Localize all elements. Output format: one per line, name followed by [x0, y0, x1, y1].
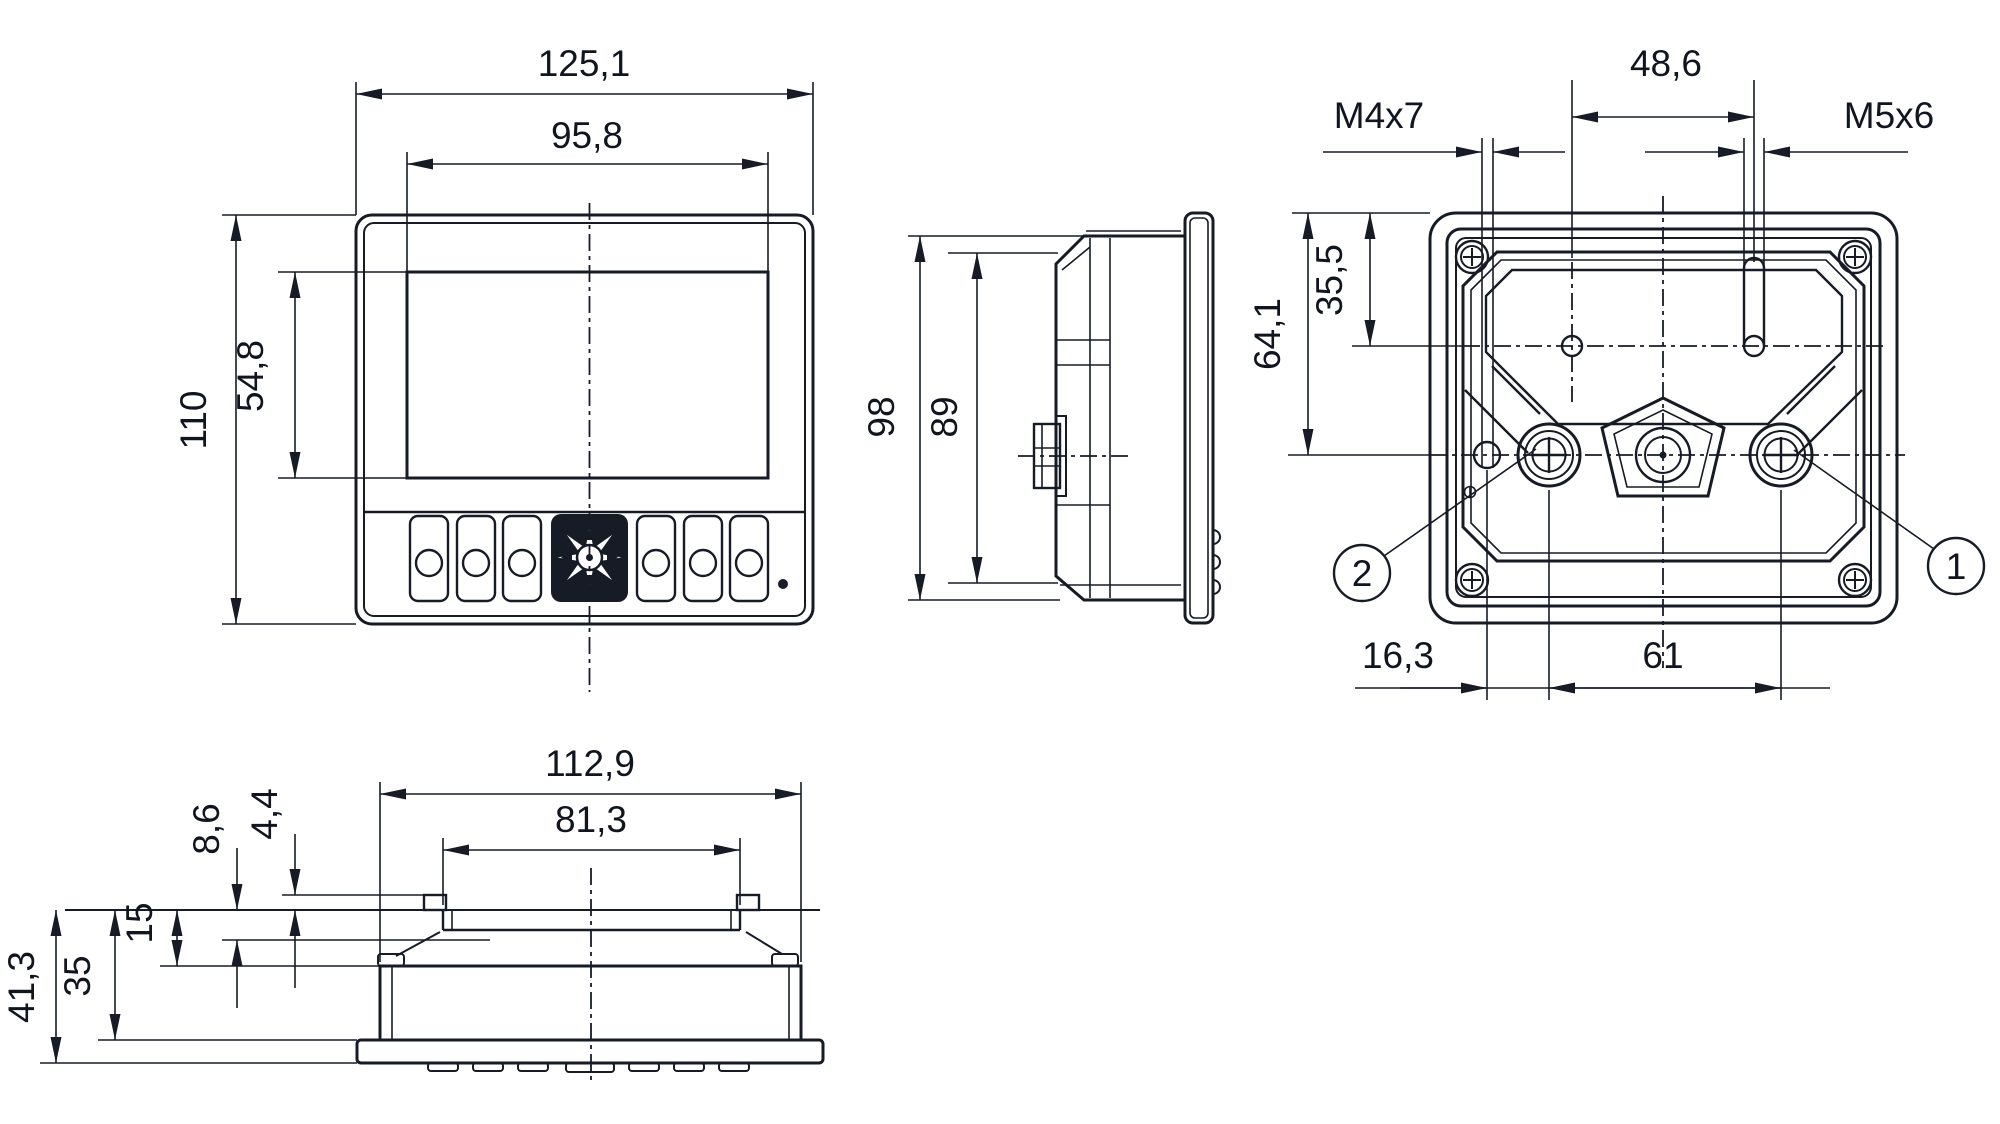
side-view: 98 89 [861, 211, 1221, 625]
key-circle [461, 548, 491, 578]
dim-top-clamp-depth: 15 [119, 902, 380, 967]
dim-label: 61 [1642, 635, 1683, 676]
dim-label: 89 [924, 396, 965, 437]
dim-label: 16,3 [1362, 635, 1434, 676]
dim-top-total-depth: 41,3 [1, 910, 357, 1064]
key-button [408, 514, 450, 603]
dim-side-body-height: 98 [861, 235, 1084, 601]
top-bezel-plate [355, 1038, 825, 1065]
dim-front-overall-height: 110 [173, 214, 356, 625]
key-circle [734, 548, 764, 578]
dim-label: M4x7 [1334, 95, 1424, 136]
dim-rear-hole-row-offset: 35,5 [1292, 212, 1463, 347]
dim-front-display-width: 95,8 [406, 115, 769, 272]
callout-1: 1 [1793, 449, 1986, 596]
keypad [408, 514, 788, 603]
front-bezel-outer [354, 213, 815, 626]
dim-label: 8,6 [186, 803, 227, 854]
latch-tab [735, 893, 761, 912]
dim-label: 98 [861, 396, 902, 437]
front-view: 125,1 95,8 110 54,8 [173, 43, 815, 692]
latch-foot [771, 953, 799, 967]
dim-label: 110 [173, 391, 214, 450]
dim-label: 125,1 [538, 43, 631, 84]
screw-icon [1454, 239, 1490, 275]
callout-2: 2 [1332, 448, 1537, 603]
key-button [728, 514, 770, 603]
dim-side-cutout-height: 89 [924, 252, 1058, 584]
screw-icon [1454, 562, 1490, 598]
key-button [682, 514, 724, 603]
callout-label: 1 [1946, 546, 1967, 587]
front-bezel-inner [363, 222, 806, 617]
dim-top-body-width: 112,9 [379, 743, 802, 962]
dim-label: 112,9 [545, 743, 635, 784]
key-button [501, 514, 543, 603]
rear-wings [1464, 365, 1863, 454]
screw-icon [1837, 562, 1873, 598]
dim-label: 48,6 [1630, 43, 1702, 84]
dim-top-latch-grip: 4,4 [244, 788, 424, 988]
front-display-area [405, 270, 770, 480]
key-button [635, 514, 677, 603]
dim-front-overall-width: 125,1 [355, 43, 814, 215]
rear-plate [1461, 250, 1866, 563]
dim-label: 35,5 [1309, 244, 1350, 316]
rear-recess-window [1484, 268, 1844, 426]
side-bezel-inner [1189, 217, 1209, 619]
dim-rear-hole-spacing: 48,6 [1571, 43, 1755, 262]
dim-rear-bottom-chain: 16,3 61 [1355, 470, 1830, 700]
center-connector-housing [1600, 396, 1726, 498]
side-bezel [1183, 211, 1215, 625]
dim-top-mount-depth: 35 [57, 910, 357, 1041]
screw-icon [1837, 239, 1873, 275]
dim-label: 95,8 [551, 115, 623, 156]
corner-screws [1454, 239, 1873, 598]
dim-label: M5x6 [1844, 95, 1934, 136]
dim-label: 54,8 [230, 340, 271, 412]
dim-label: 4,4 [244, 788, 285, 839]
top-key-bumps [427, 1062, 750, 1073]
key-circle [688, 548, 718, 578]
led-indicator [778, 579, 788, 589]
dim-label: 64,1 [1247, 298, 1288, 370]
dim-label: 41,3 [1, 951, 42, 1023]
dim-rear-thread-right: M5x6 [1645, 95, 1934, 268]
key-circle [414, 548, 444, 578]
nav-arrow-left-icon [561, 551, 572, 564]
dim-top-latch-travel: 8,6 [186, 803, 490, 1008]
side-body [1054, 234, 1185, 602]
key-circle [507, 548, 537, 578]
latch-foot [377, 953, 405, 967]
top-plate-and-latches [377, 893, 799, 967]
side-key-bumps [1212, 529, 1221, 595]
key-circle [641, 548, 671, 578]
rear-view: 48,6 M4x7 M5x6 35,5 64,1 [1247, 43, 1986, 700]
callout-label: 2 [1352, 553, 1373, 594]
nav-arrow-right-icon [607, 551, 618, 564]
dim-rear-connector-row-offset: 64,1 [1247, 213, 1430, 456]
top-view: 112,9 81,3 8,6 4,4 15 [1, 743, 825, 1085]
dim-label: 81,3 [555, 799, 627, 840]
latch-tab [422, 893, 448, 912]
nav-arrow-up-icon [583, 529, 596, 540]
dim-rear-thread-left: M4x7 [1323, 95, 1565, 468]
dim-label: 15 [119, 902, 160, 943]
dim-label: 35 [57, 955, 98, 996]
dim-front-display-height: 54,8 [230, 271, 407, 479]
dim-top-plate-width: 81,3 [442, 799, 741, 905]
key-button [455, 514, 497, 603]
